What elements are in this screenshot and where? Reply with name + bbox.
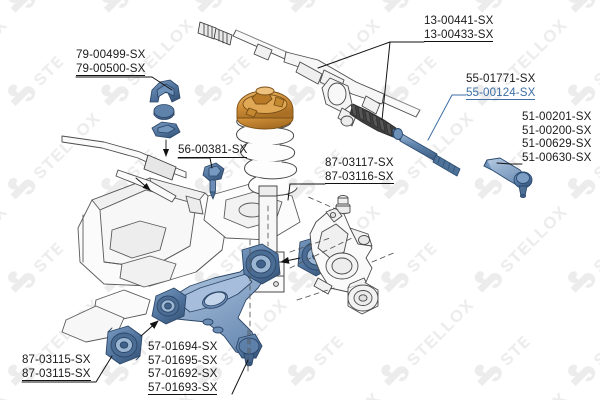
- callout-line: 13-00433-SX: [424, 27, 494, 41]
- callout-line: 51-00201-SX: [522, 110, 592, 123]
- callout-line: 51-00629-SX: [522, 137, 592, 150]
- callout-line-highlighted: 55-00124-SX: [466, 85, 536, 99]
- callout-steering-rack-boot[interactable]: 13-00441-SX 13-00433-SX: [424, 14, 494, 42]
- callout-line: 79-00499-SX: [76, 48, 146, 61]
- callout-stabilizer-link[interactable]: 56-00381-SX: [178, 143, 248, 158]
- callout-line: 57-01694-SX: [148, 340, 218, 353]
- callout-control-arm[interactable]: 57-01694-SX 57-01695-SX 57-01692-SX 57-0…: [148, 340, 218, 395]
- callout-outer-tie-rod-end[interactable]: 51-00201-SX 51-00200-SX 51-00629-SX 51-0…: [522, 110, 591, 164]
- callout-line: 57-01692-SX: [148, 367, 218, 380]
- callout-stabilizer-bushing[interactable]: 79-00499-SX 79-00500-SX: [76, 48, 146, 76]
- callout-line: 57-01695-SX: [148, 353, 218, 367]
- callout-line: 51-00630-SX: [522, 150, 592, 164]
- callout-inner-tie-rod[interactable]: 55-01771-SX 55-00124-SX: [466, 72, 536, 100]
- callout-line: 87-03116-SX: [325, 169, 394, 183]
- callout-line: 57-01693-SX: [148, 380, 218, 394]
- callout-control-arm-bushing[interactable]: 87-03115-SX 87-03115-SX: [22, 353, 91, 381]
- callout-line: 79-00500-SX: [76, 61, 146, 75]
- callout-line: 87-03115-SX: [22, 353, 91, 366]
- callout-strut-mount[interactable]: 87-03117-SX 87-03116-SX: [325, 156, 394, 184]
- callout-line: 55-01771-SX: [466, 72, 536, 85]
- callout-line: 87-03117-SX: [325, 156, 394, 169]
- callout-line: 13-00441-SX: [424, 14, 494, 27]
- callout-line: 51-00200-SX: [522, 123, 592, 137]
- callout-line: 87-03115-SX: [22, 366, 91, 380]
- callout-line: 56-00381-SX: [178, 143, 248, 156]
